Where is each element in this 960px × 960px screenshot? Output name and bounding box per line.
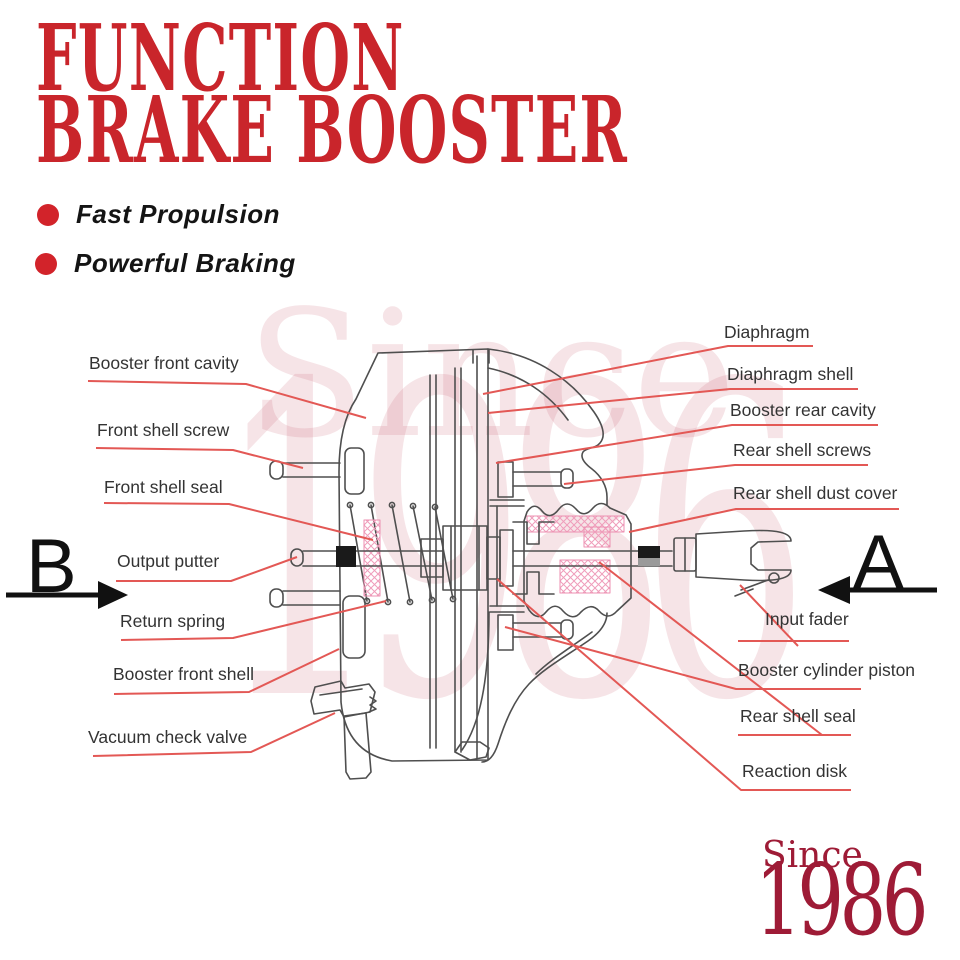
vacuum-check-valve [310,680,377,780]
bullet-icon [37,203,59,226]
brand-logo-1986: 1986 [755,844,929,958]
part-label-reaction-disk: Reaction disk [742,761,848,781]
arrow-left-icon [818,576,850,604]
direction-label-a: A [853,520,904,605]
part-label-front-shell-screw: Front shell screw [97,420,230,440]
brand-logo-since: Since [762,835,863,876]
part-label-booster-rear-cavity: Booster rear cavity [730,400,876,420]
part-label-output-putter: Output putter [117,551,220,571]
rear-shell-dust-cover [523,502,632,618]
direction-label-b: B [26,524,77,609]
rear-shell-screws [512,468,574,640]
part-label-diaphragm: Diaphragm [724,322,810,342]
feature-item: Powerful Braking [35,248,296,279]
part-label-rear-shell-dust-cover: Rear shell dust cover [733,483,898,503]
part-label-front-shell-seal: Front shell seal [104,477,223,497]
part-label-rear-shell-screws: Rear shell screws [733,440,872,460]
input-rod-clevis [673,529,792,597]
leader-lines [87,345,899,791]
arrow-right-icon [98,581,128,609]
part-label-diaphragm-shell: Diaphragm shell [727,364,854,384]
front-shell-screws [269,460,341,608]
part-label-return-spring: Return spring [120,611,226,631]
part-label-rear-shell-seal: Rear shell seal [740,706,856,726]
part-label-input-fader: Input fader [765,609,849,629]
feature-label: Powerful Braking [74,248,296,278]
shaft-black-segments [336,546,660,567]
feature-item: Fast Propulsion [37,199,280,230]
part-label-booster-front-shell: Booster front shell [113,664,255,684]
direction-arrows: B A [6,520,937,609]
part-label-vacuum-check-valve: Vacuum check valve [88,727,248,747]
page-title-line1: FUNCTION [36,4,405,112]
front-shell [338,348,490,762]
seal-hatch-areas [363,515,625,597]
bullet-icon [35,252,57,275]
feature-label: Fast Propulsion [76,199,280,229]
page-title-line2: BRAKE BOOSTER [36,76,629,184]
part-label-booster-cylinder-piston: Booster cylinder piston [738,660,916,680]
part-label-booster-front-cavity: Booster front cavity [89,353,239,373]
